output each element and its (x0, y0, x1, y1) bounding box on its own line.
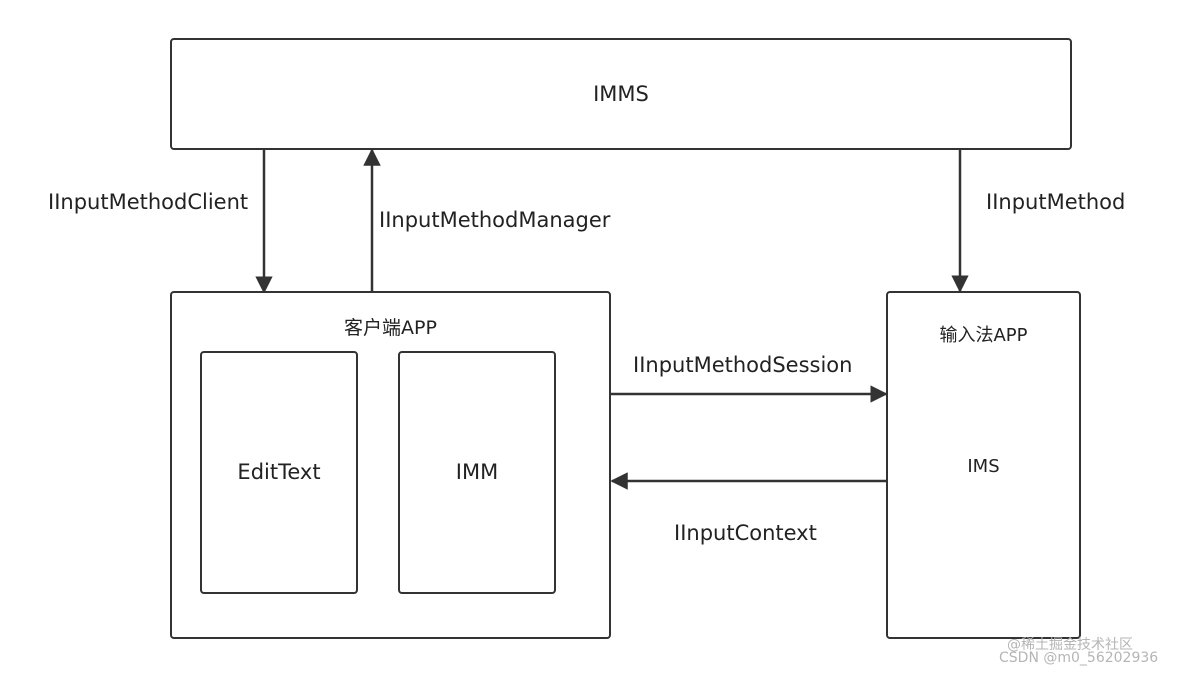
watermark-line1: @稀土掘金技术社区 (1007, 637, 1133, 653)
ime-app-box: 输入法APP IMS (886, 291, 1081, 639)
imm-box: IMM (398, 351, 556, 594)
ime-app-label: 输入法APP (939, 325, 1028, 346)
input-method-manager-label: IInputMethodManager (379, 208, 611, 232)
input-method-label: IInputMethod (986, 190, 1126, 214)
watermark-line2: CSDN @m0_56202936 (999, 650, 1159, 666)
input-method-client-label: IInputMethodClient (48, 190, 249, 214)
edittext-label: EditText (237, 460, 321, 484)
imms-label: IMMS (593, 82, 649, 106)
input-context-label: IInputContext (674, 521, 817, 545)
imm-label: IMM (455, 460, 499, 484)
edittext-box: EditText (200, 351, 358, 594)
client-app-label: 客户端APP (344, 317, 437, 339)
input-method-session-label: IInputMethodSession (633, 353, 853, 377)
imms-box: IMMS (170, 38, 1072, 150)
ims-label: IMS (967, 456, 1000, 477)
